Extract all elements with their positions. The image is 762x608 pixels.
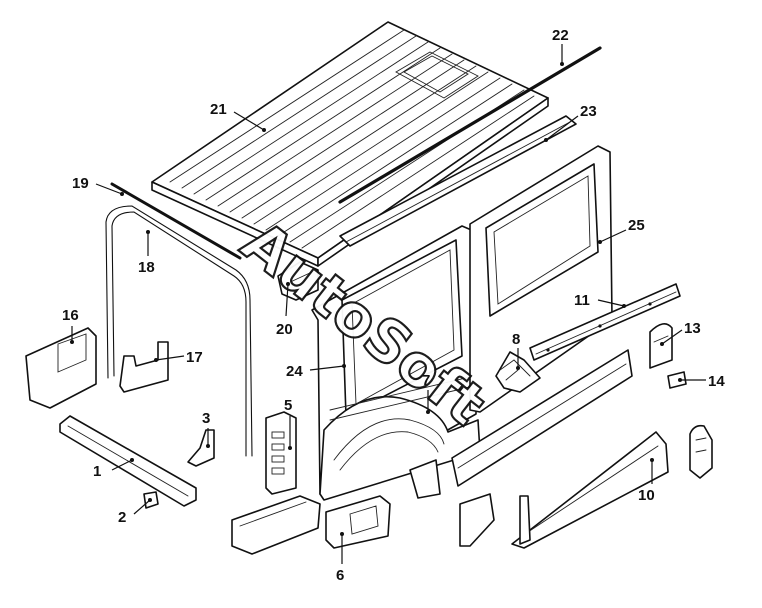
callout-11: 11 [574,292,590,309]
corner-cap [25,327,97,409]
callout-23: 23 [580,103,597,120]
callout-5: 5 [284,397,292,414]
corner-housing [265,411,297,495]
support-bracket [119,341,169,393]
callout-14: 14 [708,373,725,390]
callout-16: 16 [62,307,79,324]
door-rail [529,283,681,361]
roof-panel [151,21,549,267]
callout-19: 19 [72,175,89,192]
callout-2: 2 [118,509,126,526]
roof-strip [338,46,602,204]
callout-6: 6 [336,567,344,584]
lower-corner-panel [325,495,391,549]
callout-leaders [70,44,706,564]
rear-frame [105,182,253,457]
callout-18: 18 [138,259,155,276]
bumper-section [231,495,321,555]
callout-3: 3 [202,410,210,427]
lower-bracket [459,493,495,547]
rear-end-panel [689,424,713,479]
side-rail [339,115,577,247]
rear-light-cover [649,323,673,369]
side-panel-front [311,225,481,501]
callout-10: 10 [638,487,655,504]
callout-24: 24 [286,363,303,380]
callout-17: 17 [186,349,203,366]
callout-20: 20 [276,321,293,338]
latch-assembly [495,351,541,393]
small-clip [667,371,687,389]
sill-panel [451,349,633,487]
rear-cross-member [59,415,197,507]
mud-flap [409,459,441,499]
callout-labels: 1 2 3 5 6 7 8 10 11 13 14 16 17 18 19 20… [62,27,725,584]
side-panel-rear [469,145,613,413]
callout-13: 13 [684,320,701,337]
callout-22: 22 [552,27,569,44]
callout-25: 25 [628,217,645,234]
hinge [187,429,215,467]
callout-8: 8 [512,331,520,348]
callout-21: 21 [210,101,227,118]
step-panel [511,431,669,549]
callout-7: 7 [422,372,430,389]
callout-1: 1 [93,463,101,480]
